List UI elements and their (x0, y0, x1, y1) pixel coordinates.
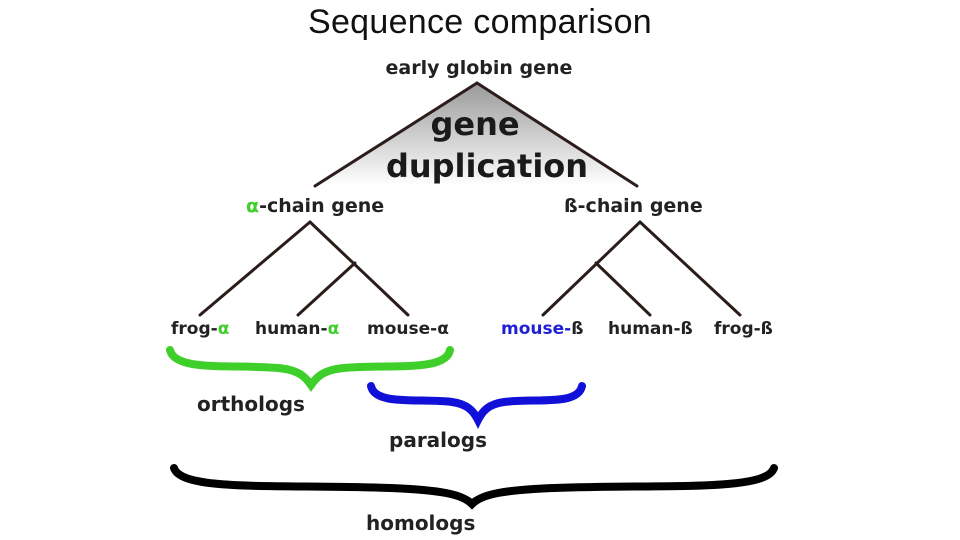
event-label-gene: gene (430, 105, 519, 143)
branch-node-human-beta (594, 261, 652, 317)
branch-beta-frog (638, 220, 742, 317)
alpha-chain-gene-label: α-chain gene (246, 195, 384, 217)
orthologs-brace (166, 346, 454, 392)
branch-node-human-alpha (296, 261, 357, 317)
branch-alpha-frog (198, 220, 312, 317)
duplication-shading (310, 83, 640, 186)
leaf-mouse-alpha: mouse-α (367, 319, 449, 339)
slide-title: Sequence comparison (307, 3, 653, 41)
leaf-frog-alpha: frog-α (171, 319, 229, 339)
alpha-chain-text: -chain gene (259, 195, 384, 217)
leaf-frog-beta: frog-ß (714, 319, 773, 339)
paralogs-label: paralogs (389, 428, 487, 452)
beta-chain-gene-label: ß-chain gene (564, 195, 703, 217)
root-label: early globin gene (386, 57, 573, 79)
branch-alpha-node (308, 220, 410, 317)
tree-branches (198, 81, 742, 317)
branch-beta-mouse (541, 220, 642, 317)
leaf-mouse-beta: mouse-ß (501, 319, 583, 339)
branch-root-beta (475, 81, 639, 188)
homologs-brace (170, 464, 778, 510)
leaf-human-alpha: human-α (255, 319, 339, 339)
event-label-duplication: duplication (386, 147, 588, 185)
branch-root-alpha (313, 81, 479, 188)
leaf-human-beta: human-ß (608, 319, 693, 339)
homologs-label: homologs (366, 511, 475, 535)
alpha-symbol: α (246, 195, 259, 217)
paralogs-brace (367, 382, 586, 429)
orthologs-label: orthologs (197, 392, 305, 416)
